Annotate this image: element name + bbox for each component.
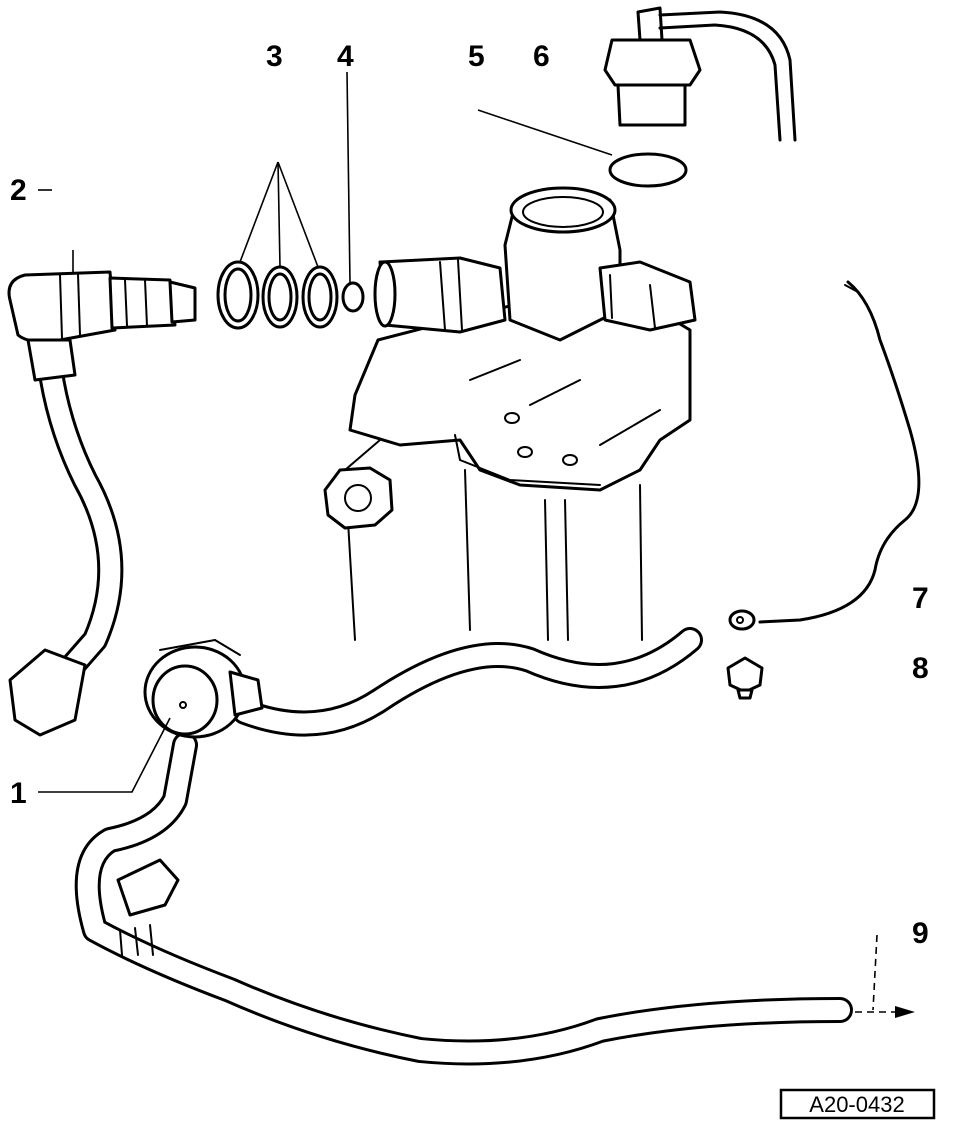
callout-5: 5 [468, 40, 485, 73]
callout-8: 8 [912, 652, 929, 685]
callout-9: 9 [912, 917, 929, 950]
callout-6: 6 [533, 40, 550, 73]
main-housing [323, 186, 697, 641]
callout-leaders [38, 71, 613, 793]
callout-labels: 1 2 3 4 5 6 7 8 9 [10, 40, 929, 950]
part-3-o-rings [216, 260, 339, 330]
callout-2: 2 [10, 174, 27, 207]
part-4-seal [341, 281, 365, 313]
callout-4: 4 [337, 40, 354, 73]
part-9-hose-end [855, 934, 915, 1018]
reference-code-badge: A20-0432 [779, 1088, 936, 1120]
reference-code: A20-0432 [809, 1092, 904, 1117]
part-2-hose-connector [7, 270, 197, 737]
part-1-valve [74, 627, 853, 1066]
part-5-o-ring [608, 152, 688, 188]
callout-7: 7 [912, 582, 929, 615]
part-6-cap [603, 6, 797, 142]
callout-3: 3 [266, 40, 283, 73]
callout-1: 1 [10, 777, 27, 810]
part-7-ground-wire [728, 280, 921, 631]
part-8-nut [726, 656, 764, 700]
